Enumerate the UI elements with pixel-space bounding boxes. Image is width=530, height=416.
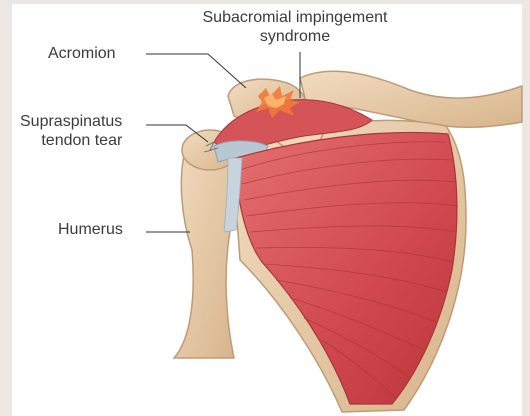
supraspinatus-label-line1: Supraspinatus xyxy=(20,112,122,131)
impingement-label-line2: syndrome xyxy=(170,27,420,46)
supraspinatus-label-line2: tendon tear xyxy=(20,131,122,150)
impingement-label: Subacromial impingement syndrome xyxy=(170,8,420,46)
supraspinatus-label: Supraspinatus tendon tear xyxy=(20,112,122,150)
impingement-label-line1: Subacromial impingement xyxy=(170,8,420,27)
acromion-label: Acromion xyxy=(48,44,116,63)
humerus-bone xyxy=(174,140,234,358)
humerus-label: Humerus xyxy=(58,220,123,239)
